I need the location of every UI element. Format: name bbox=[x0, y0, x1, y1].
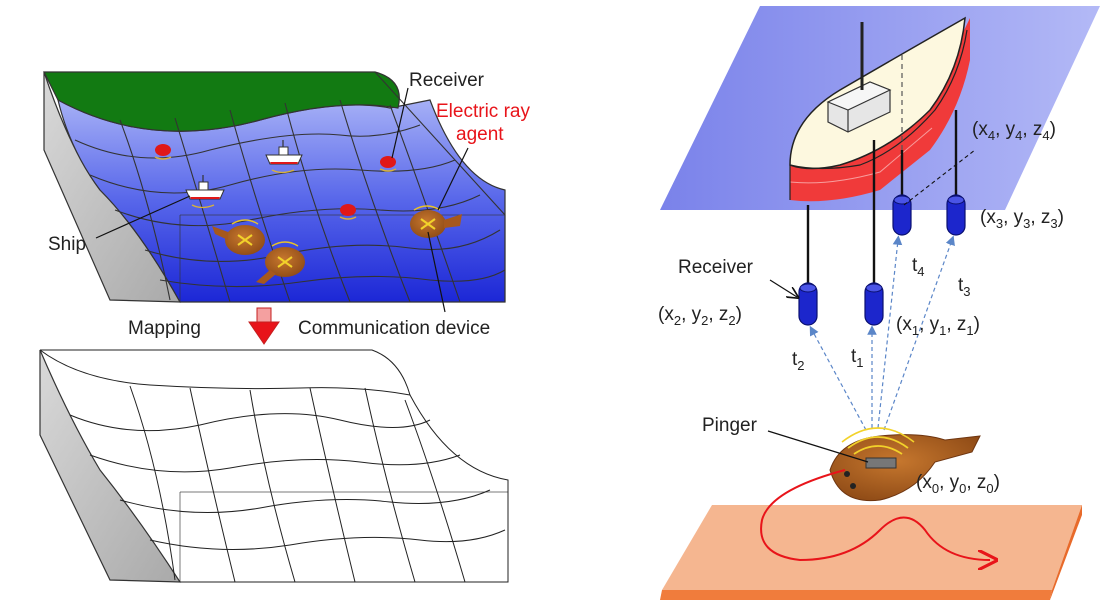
receiver-icon-3 bbox=[946, 194, 966, 236]
electric-ray-icon-3 bbox=[410, 205, 462, 238]
label-electric-ray-line2: agent bbox=[456, 124, 504, 145]
mapped-terrain-block bbox=[39, 349, 509, 583]
receiver-icon-2 bbox=[798, 282, 818, 326]
label-communication-device: Communication device bbox=[298, 318, 490, 339]
top-terrain-block bbox=[43, 71, 506, 313]
buoy-receiver-2 bbox=[379, 156, 397, 172]
coord-label-p4: (x4, y4, z4) bbox=[972, 119, 1056, 143]
time-label-t4: t4 bbox=[912, 255, 925, 279]
sonar-signal-paths bbox=[809, 235, 955, 431]
time-label-t2: t2 bbox=[792, 349, 805, 373]
time-label-t3: t3 bbox=[958, 275, 971, 299]
label-receiver-left: Receiver bbox=[409, 70, 485, 91]
label-receiver-right: Receiver bbox=[678, 257, 754, 278]
ship-icon-1 bbox=[265, 140, 303, 174]
seafloor-grid-lines bbox=[74, 99, 506, 303]
ship-hull bbox=[789, 16, 970, 202]
time-label-t1: t1 bbox=[851, 346, 864, 370]
receiver-icon-4 bbox=[892, 194, 912, 236]
electric-ray-icon-1 bbox=[212, 219, 265, 255]
label-pinger: Pinger bbox=[702, 415, 758, 436]
label-ship: Ship bbox=[48, 234, 86, 255]
label-electric-ray-line1: Electric ray bbox=[436, 101, 530, 122]
ship-icon-2 bbox=[185, 175, 225, 209]
coord-label-p1: (x1, y1, z1) bbox=[896, 314, 980, 338]
label-mapping: Mapping bbox=[128, 318, 201, 339]
mapping-arrow-icon bbox=[248, 307, 280, 345]
coord-label-p2: (x2, y2, z2) bbox=[658, 304, 742, 328]
receiver-icon-1 bbox=[864, 282, 884, 326]
pinger-ray-icon bbox=[829, 427, 981, 502]
mapped-block-side-wall bbox=[39, 349, 182, 583]
land-area bbox=[43, 71, 400, 132]
buoy-receiver-1 bbox=[154, 144, 172, 160]
coord-label-p3: (x3, y3, z3) bbox=[980, 207, 1064, 231]
seafloor-plane bbox=[660, 505, 1082, 600]
electric-ray-icon-2 bbox=[256, 241, 305, 284]
ray-trajectory-path bbox=[760, 469, 990, 560]
mapped-grid-lines bbox=[69, 385, 506, 583]
buoy-receiver-3 bbox=[339, 204, 357, 220]
coord-label-p0: (x0, y0, z0) bbox=[916, 472, 1000, 496]
